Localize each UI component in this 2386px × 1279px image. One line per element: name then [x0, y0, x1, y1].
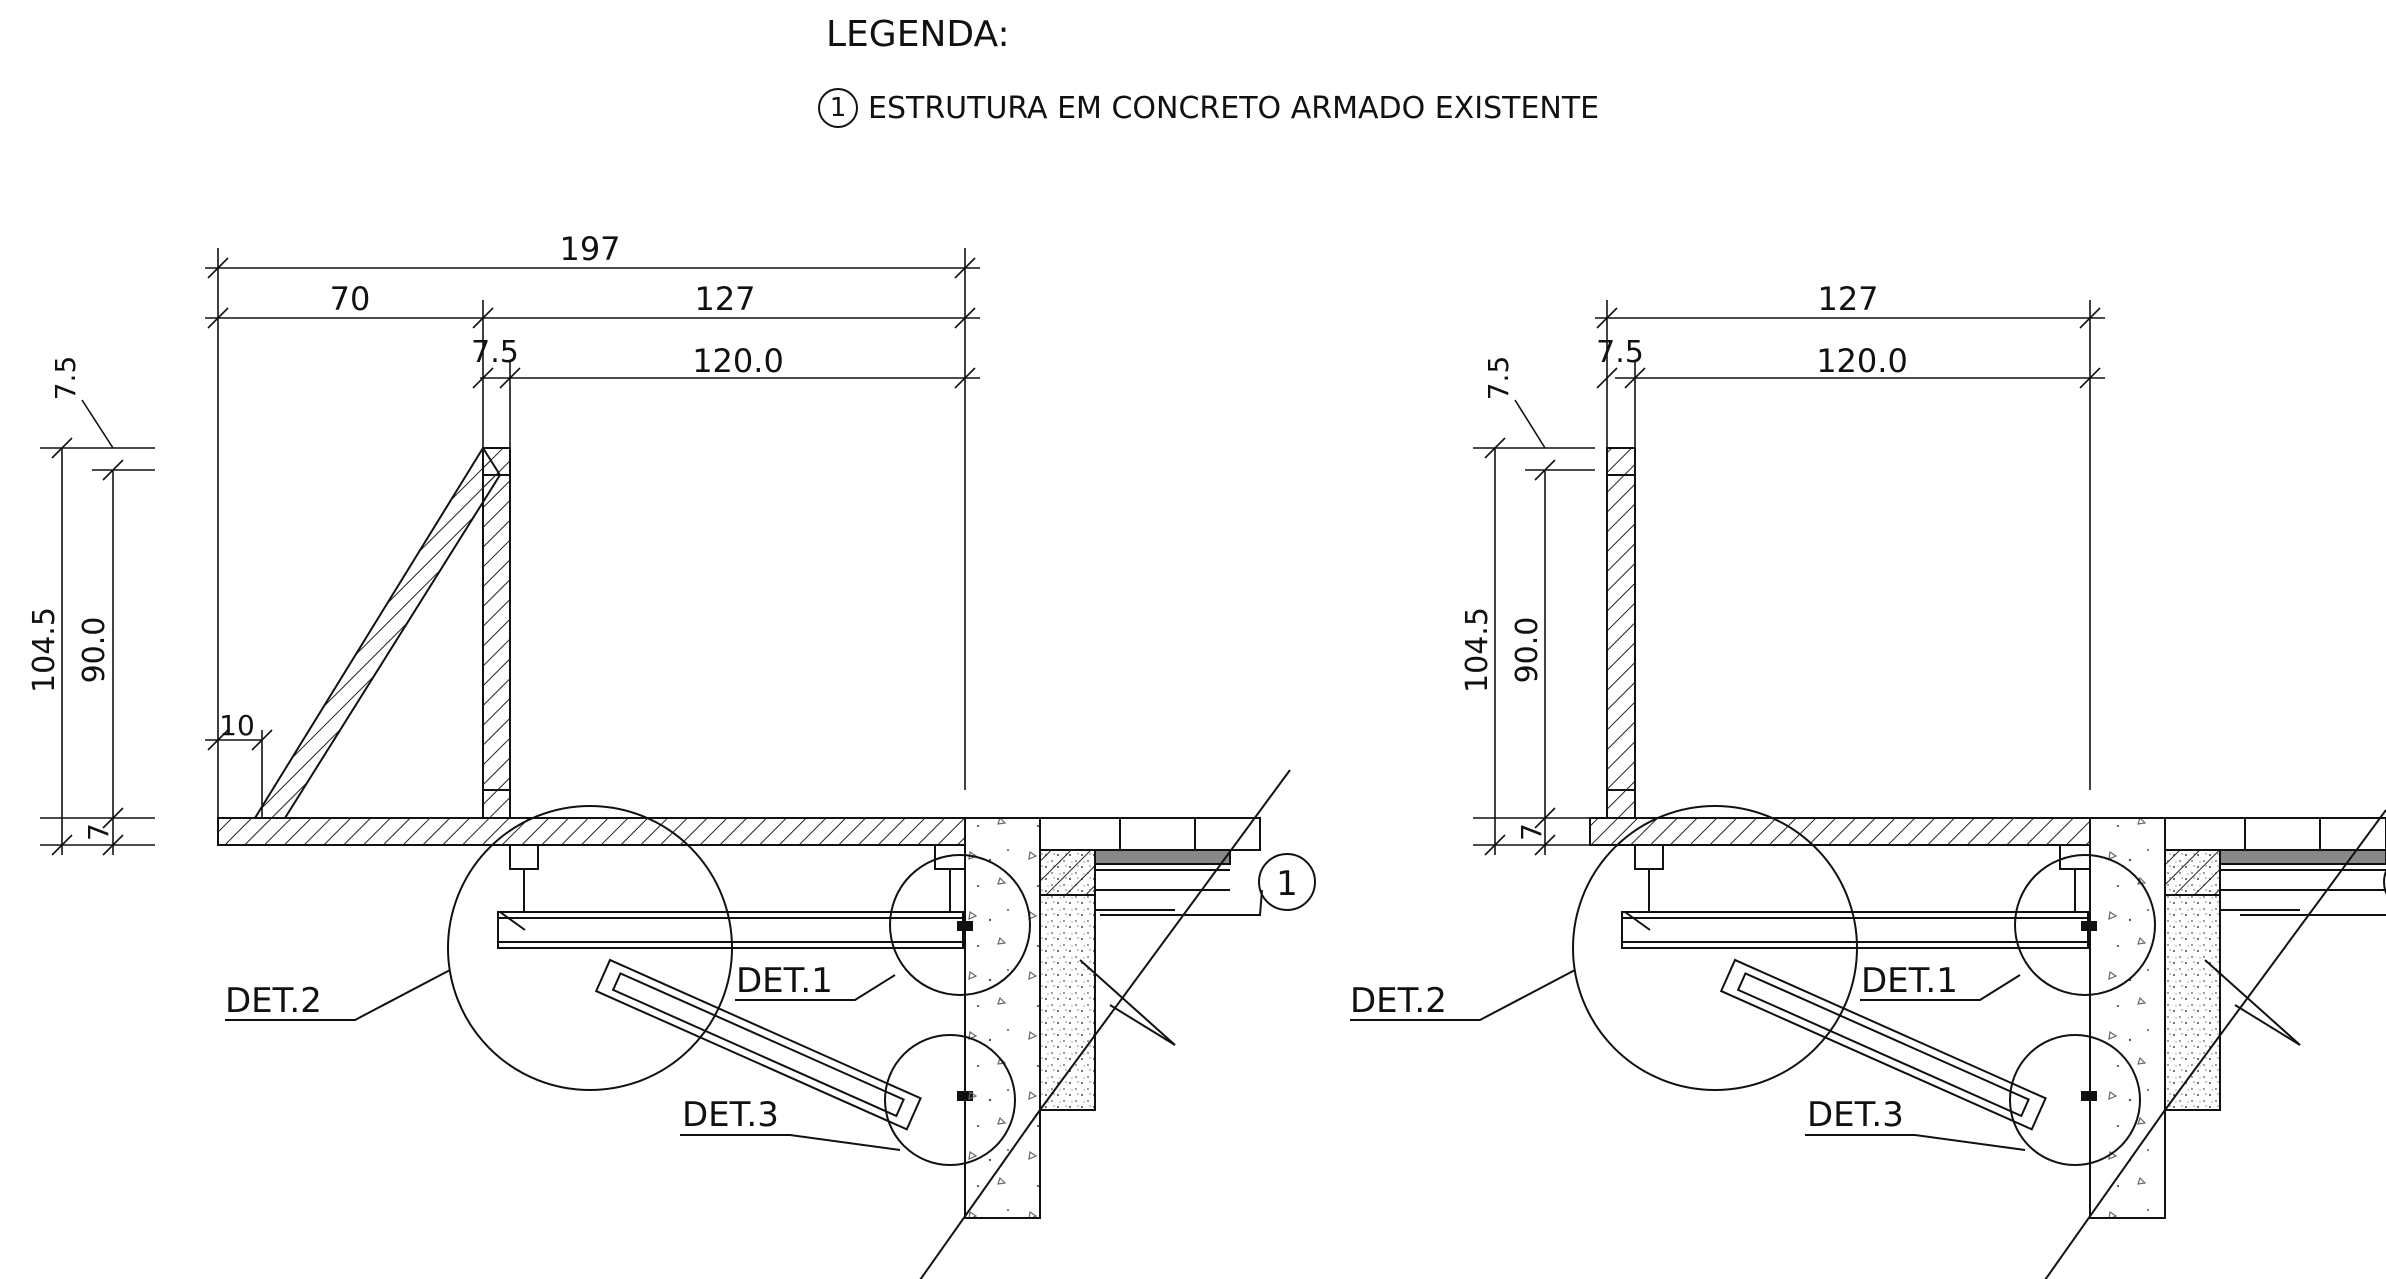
callout-1-circle: [1258, 853, 1316, 911]
drawing-right-text: 127 7.5 120.0 104.5 90.0 7.5 7 DET.1 DET…: [1350, 280, 1958, 1135]
dim-height-rail: 90.0: [77, 617, 112, 684]
dim-clear-r: 120.0: [1816, 342, 1908, 380]
deck-slab: [217, 817, 966, 846]
dimension-lines: [40, 248, 980, 856]
callout-1-circle-right: [2383, 869, 2386, 895]
label-det2: DET.2: [225, 981, 322, 1021]
drawing-left-text: 197 70 127 7.5 120.0 104.5 90.0 7.5 7 10…: [27, 230, 1298, 1135]
dim-height-total-r: 104.5: [1460, 607, 1495, 693]
concrete-wall-right: [2089, 817, 2166, 1219]
dim-slab: 7: [82, 823, 115, 841]
dim-clear: 120.0: [692, 342, 784, 380]
det3-circle: [884, 1034, 1016, 1166]
label-det3: DET.3: [682, 1095, 779, 1135]
callout-1-number: 1: [1276, 864, 1298, 904]
det2-circle-right: [1572, 805, 1858, 1091]
label-det3-r: DET.3: [1807, 1095, 1904, 1135]
det1-circle: [889, 854, 1031, 996]
dimension-lines-right: [1473, 300, 2105, 856]
legend-title: LEGENDA:: [826, 14, 1010, 55]
dim-height-rail-r: 90.0: [1510, 617, 1545, 684]
legend-item-1: 1 ESTRUTURA EM CONCRETO ARMADO EXISTENTE: [818, 88, 1599, 128]
dim-top-post: 7.5: [49, 356, 82, 401]
det2-circle: [447, 805, 733, 1091]
inclined-strut: [594, 958, 922, 1131]
dim-right: 127: [694, 280, 755, 318]
handrail-post: [482, 447, 511, 819]
dim-right-r: 127: [1817, 280, 1878, 318]
dim-top-post-r: 7.5: [1482, 356, 1515, 401]
legend-number-badge: 1: [818, 88, 858, 128]
dim-height-total: 104.5: [27, 607, 62, 693]
handrail-post-right: [1606, 447, 1636, 819]
deck-slab-right: [1589, 817, 2091, 846]
drawing-right: [1350, 300, 2386, 1279]
legend-item-text: ESTRUTURA EM CONCRETO ARMADO EXISTENTE: [868, 90, 1600, 126]
dim-post-r: 7.5: [1596, 335, 1644, 370]
drawing-left: [40, 248, 1316, 1279]
dim-brace-foot: 10: [219, 709, 255, 742]
label-det2-r: DET.2: [1350, 981, 1447, 1021]
diagonal-brace: [253, 446, 502, 819]
inclined-strut-right: [1719, 958, 2047, 1131]
dim-left: 70: [330, 280, 371, 318]
dim-post: 7.5: [471, 335, 519, 370]
label-det1: DET.1: [736, 961, 833, 1001]
det3-circle-right: [2009, 1034, 2141, 1166]
dim-slab-r: 7: [1515, 823, 1548, 841]
det1-circle-right: [2014, 854, 2156, 996]
label-det1-r: DET.1: [1861, 961, 1958, 1001]
concrete-wall: [964, 817, 1041, 1219]
dim-total: 197: [559, 230, 620, 268]
